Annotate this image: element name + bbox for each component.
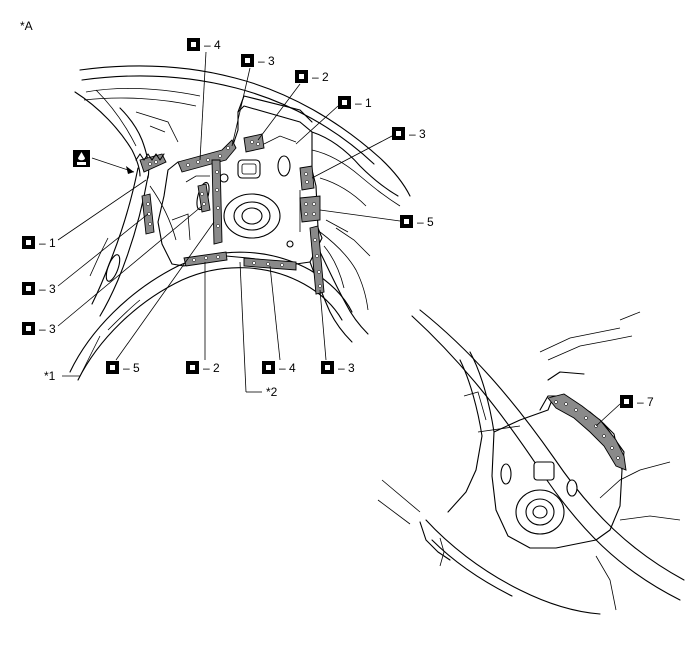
sealer-callout (73, 150, 135, 174)
callout-dash: – (204, 38, 211, 52)
callout-3-left-a: – 3 (22, 213, 149, 296)
callout-dash: – (355, 96, 362, 110)
weld-points (146, 140, 322, 288)
callout-1-left: – 1 (22, 179, 147, 250)
callout-number: 3 (268, 54, 275, 68)
callout-5-bottom: – 5 (106, 221, 215, 375)
callout-dash: – (39, 282, 46, 296)
callout-2-bottom: – 2 (186, 262, 220, 375)
note-star2-label: *2 (266, 385, 278, 399)
callout-7-detail: – 7 (595, 395, 654, 427)
callout-3-right: – 3 (311, 127, 426, 179)
callout-1-top: – 1 (295, 96, 372, 145)
note-star1: *1 (44, 335, 101, 383)
callout-4-bottom: – 4 (262, 265, 296, 375)
callout-number: 3 (49, 322, 56, 336)
callout-dash: – (637, 395, 644, 409)
callout-4-top: – 4 (187, 38, 221, 161)
callout-5-right: – 5 (319, 209, 434, 229)
callout-number: 1 (49, 236, 56, 250)
detail-view-drawing: – 7 (377, 309, 685, 615)
callout-number: 5 (427, 215, 434, 229)
callout-number: 7 (647, 395, 654, 409)
callouts: – 4 – 3 – 2 – 1 (22, 38, 434, 399)
callout-number: 2 (213, 361, 220, 375)
callout-dash: – (409, 127, 416, 141)
callout-number: 2 (322, 70, 329, 84)
callout-3-bottom: – 3 (319, 289, 355, 375)
callout-dash: – (258, 54, 265, 68)
callout-number: 1 (365, 96, 372, 110)
callout-dash: – (123, 361, 130, 375)
main-view-drawing (69, 65, 411, 381)
callout-dash: – (39, 236, 46, 250)
callout-2-top: – 2 (257, 70, 329, 141)
callout-number: 4 (214, 38, 221, 52)
callout-number: 3 (348, 361, 355, 375)
callout-dash: – (312, 70, 319, 84)
callout-number: 5 (133, 361, 140, 375)
note-star2: *2 (239, 261, 278, 399)
note-star1-label: *1 (44, 369, 56, 383)
callout-3-left-b: – 3 (22, 205, 203, 336)
callout-dash: – (279, 361, 286, 375)
callout-dash: – (203, 361, 210, 375)
callout-number: 3 (419, 127, 426, 141)
callout-number: 4 (289, 361, 296, 375)
callout-dash: – (417, 215, 424, 229)
callout-dash: – (39, 322, 46, 336)
callout-3-top: – 3 (231, 54, 275, 147)
callout-number: 3 (49, 282, 56, 296)
callout-dash: – (338, 361, 345, 375)
view-label: *A (20, 19, 33, 33)
